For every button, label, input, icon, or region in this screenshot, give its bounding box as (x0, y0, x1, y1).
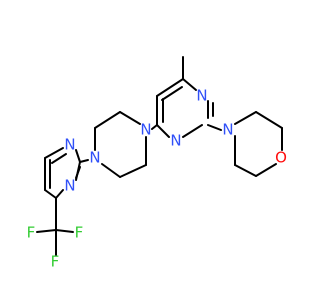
atom-n-pyrimidine-bottom: N (170, 132, 181, 150)
cf3-f-right (55, 229, 74, 233)
morph-bond-5 (234, 164, 257, 177)
bond-layer (36, 56, 283, 256)
pip-bond-5 (119, 164, 147, 178)
atom-f-left: F (27, 224, 36, 242)
atom-f-bottom: F (51, 253, 60, 271)
lp-bond-3 (44, 147, 64, 159)
atom-o-morpholine: O (275, 149, 287, 167)
pyr-bond-c4-n3 (182, 78, 197, 91)
molecule-canvas: N N N N N O N N F F F (27, 56, 287, 271)
atom-n-left-pyrimidine-bottom: N (64, 177, 75, 195)
cf3-f-left (36, 229, 57, 233)
molecule-structure: N N N N N O N N F F F (27, 56, 287, 271)
pip-bond-1 (119, 111, 141, 125)
lp-bond-1 (75, 149, 81, 163)
atom-n-left-pyrimidine-top: N (64, 136, 75, 154)
atom-n-morpholine: N (222, 121, 233, 139)
atom-n-piperazine-bottom: N (89, 149, 100, 167)
atom-n-pyrimidine-top: N (196, 87, 207, 105)
n-pip-left-c2-bond (79, 159, 89, 163)
pyr-double-c5-c4 (161, 86, 183, 101)
pip-bond-2 (94, 111, 121, 129)
atom-f-right: F (75, 224, 84, 242)
lp-double-3 (75, 166, 81, 179)
morph-bond-6 (255, 163, 277, 177)
morph-bond-2 (255, 111, 283, 129)
lp-bond-5 (44, 189, 57, 199)
pip-bond-6 (101, 163, 121, 178)
c2-n-morph-bond (207, 124, 222, 131)
morph-bond-1 (234, 111, 257, 125)
pyr-bond-c5-c4 (156, 78, 184, 97)
lp-double-2 (51, 153, 67, 164)
pyr-bond-n1-c6 (156, 124, 170, 138)
lp-bond-6 (55, 189, 64, 199)
pyr-bond-c2-n1 (182, 124, 203, 138)
c6-n-pip-bond (151, 124, 158, 130)
atom-n-piperazine-top: N (140, 121, 151, 139)
